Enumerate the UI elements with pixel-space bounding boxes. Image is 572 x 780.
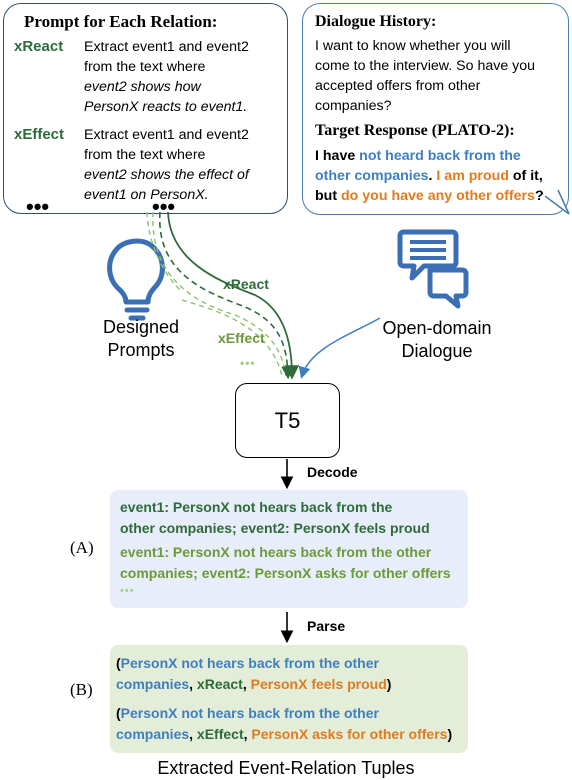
xeffect-flow-line [159, 211, 295, 380]
xreact-label: xReact [14, 38, 64, 55]
xeffect-edge-label: xEffect [218, 330, 265, 346]
parse-label: Parse [307, 618, 346, 634]
history-line: accepted offers from other [315, 78, 481, 94]
tuple-part: , [242, 676, 251, 692]
xeffect-line: Extract event1 and event2 [84, 127, 249, 143]
response-segment: but [315, 188, 341, 204]
dialogue-panel: Dialogue History: I want to know whether… [302, 3, 569, 215]
tuple-part: ( [116, 655, 121, 671]
history-line: companies? [315, 98, 392, 114]
caption-line: Dialogue [401, 341, 473, 361]
chat-bubbles-icon [397, 229, 469, 309]
designed-prompts-caption: Designed Prompts [86, 316, 196, 362]
xeffect-line: event2 shows the effect of [84, 167, 249, 183]
tuple-part: companies [116, 726, 190, 742]
xreact-line: Extract event1 and event2 [84, 39, 249, 55]
prompt-panel: Prompt for Each Relation: xReact Extract… [3, 3, 288, 218]
box-a-label: (A) [70, 538, 94, 557]
response-segment: other companies [315, 168, 429, 184]
tuple-xreact: (PersonX not hears back from the other c… [116, 653, 461, 695]
t5-model-box: T5 [235, 383, 340, 458]
prompt-panel-title: Prompt for Each Relation: [24, 12, 218, 31]
tuple-part: ) [447, 726, 453, 742]
tuple-part: PersonX feels proud [250, 676, 387, 692]
tuple-xeffect: (PersonX not hears back from the other c… [116, 703, 461, 745]
extracted-tuples-caption: Extracted Event-Relation Tuples [157, 758, 415, 778]
prompt-flow-line-light [146, 211, 181, 291]
more-relations-dots: ••• [240, 356, 256, 370]
xreact-line: PersonX reacts to event1. [84, 99, 248, 115]
response-segment: I am proud [436, 168, 509, 184]
decoded-line: event1: PersonX not hears back from the [120, 499, 393, 515]
decoded-line: companies; event2: PersonX asks for othe… [120, 565, 451, 581]
target-response-title: Target Response (PLATO-2): [315, 122, 515, 139]
prompt-flow-line-light [152, 211, 287, 377]
dialogue-flow-line [298, 317, 381, 379]
tuple-part: ( [116, 705, 121, 721]
response-segment: not heard back from the [359, 148, 521, 164]
open-domain-dialogue-caption: Open-domain Dialogue [367, 317, 507, 363]
tuple-part: , [189, 676, 197, 692]
tuple-part: xReact [196, 676, 243, 692]
xreact-edge-label: xReact [223, 276, 269, 292]
parsed-tuples-box: (PersonX not hears back from the other c… [110, 645, 468, 753]
decoded-more-dots: ••• [120, 585, 135, 597]
caption-line: Open-domain [382, 318, 492, 338]
prompt-flow-line-light [181, 299, 283, 377]
tuple-part: , [189, 726, 197, 742]
decoded-output-box: event1: PersonX not hears back from the … [110, 490, 468, 608]
decoded-line: other companies; event2: PersonX feels p… [120, 520, 430, 536]
t5-model-label: T5 [274, 407, 301, 433]
dialogue-history-text: I want to know whether you will come to … [315, 36, 565, 116]
xreact-prompt: Extract event1 and event2 from the text … [84, 37, 284, 117]
response-segment: do you have any other offers [341, 188, 535, 204]
xeffect-line: from the text where [84, 147, 206, 163]
tuple-part: ) [386, 676, 392, 692]
xeffect-line: event1 on PersonX. [84, 187, 209, 203]
dialogue-bubble-tail [544, 189, 570, 215]
lightbulb-icon [107, 238, 165, 321]
tuple-part: PersonX not hears back from the other [120, 655, 379, 671]
decode-label: Decode [307, 464, 358, 480]
dialogue-history-title: Dialogue History: [315, 13, 437, 30]
xreact-line: from the text where [84, 59, 206, 75]
tuple-part: PersonX asks for other offers [251, 726, 448, 742]
response-segment: of it, [508, 168, 543, 184]
response-segment: . [428, 168, 437, 184]
caption-line: Designed [102, 317, 180, 337]
response-segment: ? [534, 188, 544, 204]
xeffect-label: xEffect [14, 126, 65, 143]
xeffect-prompt: Extract event1 and event2 from the text … [84, 125, 284, 205]
tuple-part: PersonX not hears back from the other [120, 705, 379, 721]
tuple-part: companies [116, 676, 190, 692]
tuple-part: xEffect [196, 726, 244, 742]
box-b-label: (B) [70, 680, 93, 699]
decoded-line: event1: PersonX not hears back from the … [120, 544, 432, 560]
tuple-part: , [243, 726, 252, 742]
target-response-text: I have not heard back from the other com… [315, 146, 567, 206]
history-line: come to the interview. So have you [315, 58, 536, 74]
history-line: I want to know whether you will [315, 38, 511, 54]
caption-line: Prompts [107, 340, 175, 360]
xreact-line: event2 shows how [84, 79, 201, 95]
xreact-flow-line [167, 211, 300, 380]
response-segment: I have [315, 148, 360, 164]
